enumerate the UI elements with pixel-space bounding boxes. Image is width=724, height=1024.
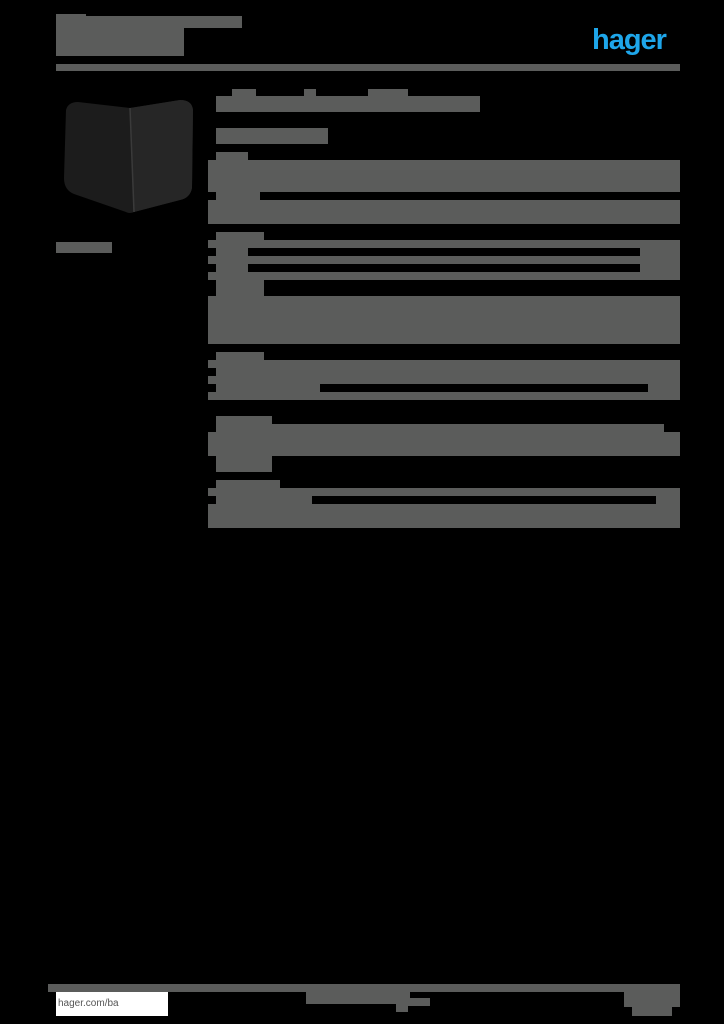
black-corner-cover-icon xyxy=(64,100,193,213)
header-rule xyxy=(56,64,680,71)
footer-rule xyxy=(48,984,680,992)
hager-logo: hager xyxy=(592,24,667,56)
footer-website-link[interactable]: hager.com/ba xyxy=(56,992,168,1016)
product-subtitle xyxy=(216,128,328,144)
product-code-label xyxy=(56,242,112,253)
